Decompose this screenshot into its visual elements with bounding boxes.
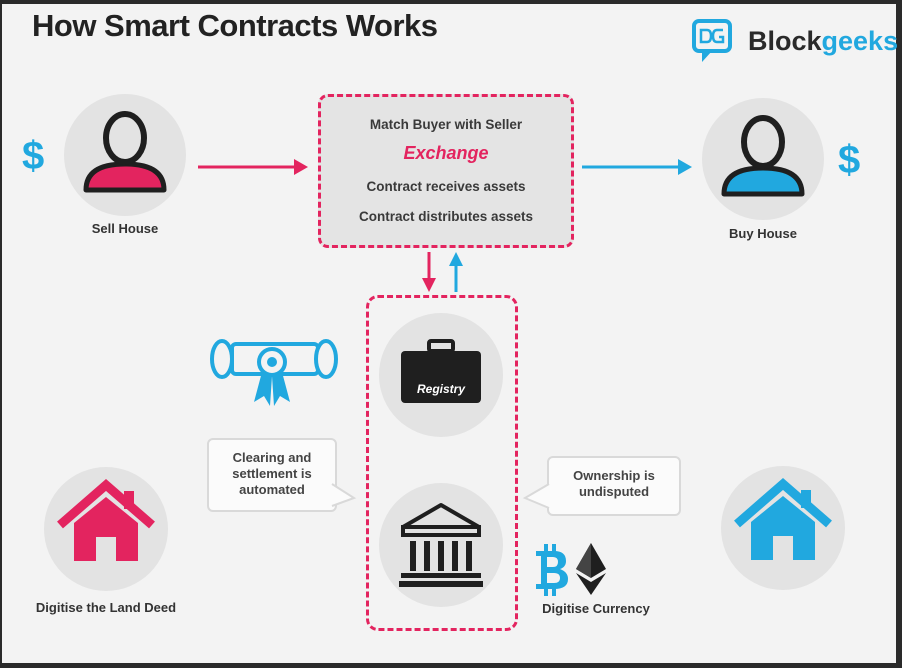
arrow-down-to-registry xyxy=(422,252,436,292)
clearing-bubble: Clearing and settlement is automated xyxy=(207,438,337,512)
dg-speech-bubble-icon xyxy=(692,19,732,62)
brand-name-accent: geeks xyxy=(821,26,899,56)
ownership-line-1: Ownership is xyxy=(573,468,655,483)
frame-bottom xyxy=(0,663,902,668)
clearing-line-2: settlement is xyxy=(232,466,312,481)
exchange-box: Match Buyer with Seller Exchange Contrac… xyxy=(318,94,574,248)
match-buyer-text: Match Buyer with Seller xyxy=(369,117,523,132)
house-icon xyxy=(734,478,832,560)
frame-right xyxy=(896,0,902,668)
brand-name-dark: Block xyxy=(748,26,822,56)
page-title: How Smart Contracts Works xyxy=(32,8,438,43)
bank-building-icon xyxy=(399,503,483,587)
sell-house-label: Sell House xyxy=(91,221,159,236)
buy-house-label: Buy House xyxy=(729,226,797,241)
registry-label: Registry xyxy=(416,382,466,396)
briefcase-icon xyxy=(401,339,481,403)
frame-left xyxy=(0,0,2,668)
ownership-bubble: Ownership is undisputed xyxy=(547,456,681,516)
land-deed-circle xyxy=(44,467,168,591)
brand-name: Blockgeeks xyxy=(748,26,898,57)
clearing-line-3: automated xyxy=(239,482,305,497)
registry-circle: Registry xyxy=(379,313,503,437)
contract-receives-text: Contract receives assets xyxy=(366,179,526,194)
seller-circle xyxy=(64,94,186,216)
frame-top xyxy=(0,0,902,4)
clearing-bubble-tail xyxy=(331,483,357,507)
arrow-seller-to-contract xyxy=(198,159,308,175)
buyer-circle xyxy=(702,98,824,220)
person-icon xyxy=(721,115,805,197)
dollar-icon-left: $ xyxy=(22,134,45,178)
contract-distributes-text: Contract distributes assets xyxy=(358,209,534,224)
buyer-house-circle xyxy=(721,466,845,590)
registry-container xyxy=(366,295,518,631)
arrow-up-from-registry xyxy=(449,252,463,292)
digitise-currency-label: Digitise Currency xyxy=(542,601,650,616)
bitcoin-icon xyxy=(536,544,568,596)
brand-logo: Blockgeeks xyxy=(690,18,898,64)
ethereum-icon xyxy=(576,543,606,595)
certificate-ribbon-icon xyxy=(210,339,338,406)
house-icon xyxy=(57,479,155,561)
person-icon xyxy=(83,111,167,193)
clearing-line-1: Clearing and xyxy=(232,450,312,465)
ownership-line-2: undisputed xyxy=(578,484,650,499)
dollar-icon-right: $ xyxy=(838,138,861,182)
arrow-contract-to-buyer xyxy=(582,159,692,175)
exchange-text: Exchange xyxy=(403,143,489,163)
bank-circle xyxy=(379,483,503,607)
land-deed-label: Digitise the Land Deed xyxy=(35,600,177,615)
ownership-bubble-tail xyxy=(522,483,550,509)
